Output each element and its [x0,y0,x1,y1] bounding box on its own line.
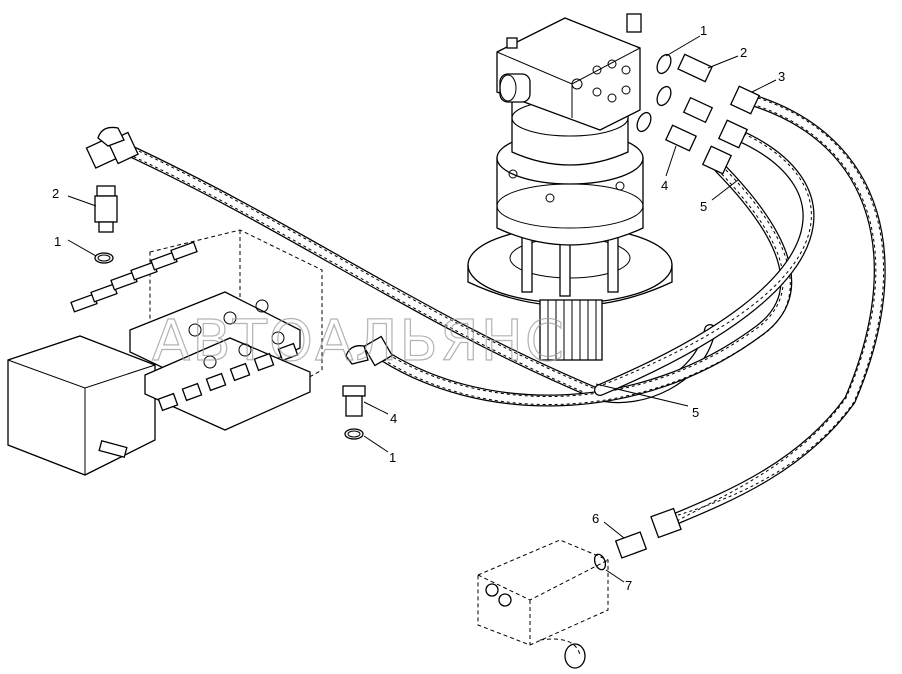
callout-1-valve-seal: 1 [54,234,61,249]
adapters-and-seals [94,53,714,571]
callout-4-center-adapter: 4 [390,411,397,426]
callout-5-hose-lower: 5 [692,405,699,420]
callout-4-motor-adapter: 4 [661,178,668,193]
hose-end-fittings [85,85,761,539]
callout-6-adapter: 6 [592,511,599,526]
leader-lines [67,35,777,583]
hose-5-short [372,162,793,407]
watermark: АВТОАЛЬЯНС [152,309,566,374]
hose-3-long [662,94,886,528]
callout-2-valve-adapter: 2 [52,186,59,201]
callout-1-motor-seal: 1 [700,23,707,38]
callout-7-seal: 7 [625,578,632,593]
callout-1-center-seal: 1 [389,450,396,465]
callout-2-motor-adapter: 2 [740,45,747,60]
callout-3-hose: 3 [778,69,785,84]
control-valve-bank [7,229,323,476]
callout-5-hose-upper: 5 [700,199,707,214]
swivel-joint-component [477,539,609,669]
hose-outer-to-motor [594,129,815,396]
pinion-gear [539,299,603,361]
swing-motor [467,13,673,361]
valve-spool-fittings [70,241,299,458]
